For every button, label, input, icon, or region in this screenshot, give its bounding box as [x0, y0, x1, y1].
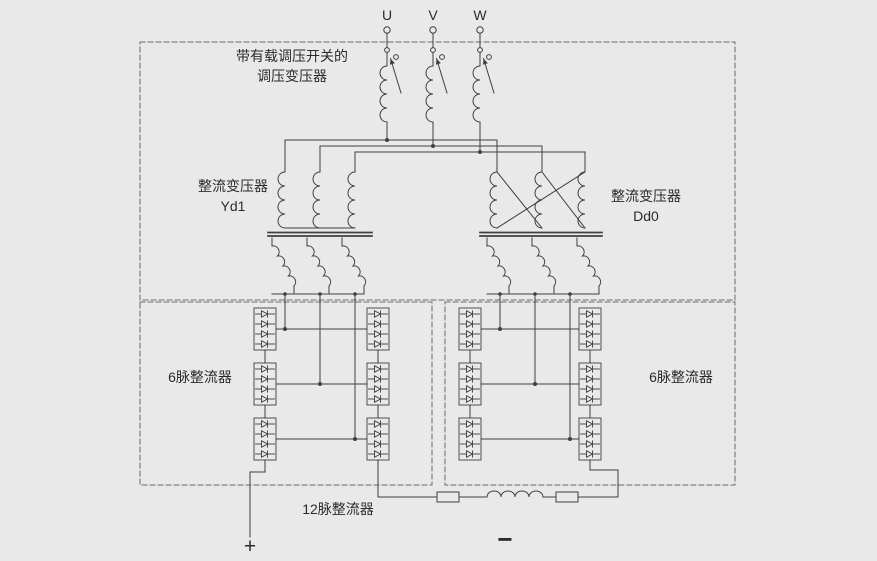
- dashed-regions: [139, 41, 736, 486]
- dc-link: 12脉整流器: [302, 490, 619, 517]
- rectifier-transformer-dd0: 整流变压器 Dd0: [479, 171, 681, 440]
- hv-routing: [284, 139, 586, 173]
- phase-label-w: W: [473, 7, 487, 23]
- six-pulse-right-label: 6脉整流器: [649, 369, 713, 385]
- oltc-winding-v: [426, 27, 447, 122]
- secondary-winding: [271, 245, 297, 287]
- six-pulse-left-box: [139, 301, 433, 486]
- thyristor-stack: [459, 308, 481, 350]
- regulating-transformer-label-2: 调压变压器: [257, 68, 327, 84]
- phase-label-v: V: [428, 7, 438, 23]
- thyristor-stack: [579, 363, 601, 405]
- transformer-left-name: 整流变压器: [198, 178, 268, 194]
- thyristor-stack: [254, 308, 276, 350]
- dc-link-fuse-right: [555, 491, 579, 503]
- secondary-winding: [341, 245, 367, 287]
- transformer-right-vector-group: Dd0: [633, 208, 659, 224]
- thyristor-stack: [579, 418, 601, 460]
- six-pulse-rectifier-left: 6脉整流器: [168, 308, 389, 538]
- oltc-winding-u: [380, 27, 401, 122]
- primary-winding: [277, 171, 286, 229]
- negative-terminal: −: [497, 524, 512, 554]
- dc-terminals: + −: [244, 524, 513, 558]
- thyristor-stack: [459, 418, 481, 460]
- positive-terminal: +: [244, 535, 256, 558]
- thyristor-stack: [579, 308, 601, 350]
- secondary-winding: [486, 245, 512, 287]
- six-pulse-rectifier-right: 6脉整流器: [459, 308, 713, 498]
- junction-dots: [283, 138, 572, 441]
- smoothing-reactor-coil: [486, 490, 544, 498]
- thyristor-stack: [367, 308, 389, 350]
- transformer-left-vector-group: Yd1: [221, 198, 246, 214]
- secondary-winding: [576, 245, 602, 287]
- regulating-transformer-label-1: 带有载调压开关的: [236, 48, 348, 64]
- thyristor-stack: [254, 418, 276, 460]
- secondary-winding: [531, 245, 557, 287]
- rectifier-transformer-yd1: 整流变压器 Yd1: [198, 171, 373, 440]
- transformer-right-name: 整流变压器: [611, 188, 681, 204]
- primary-winding: [489, 171, 498, 229]
- thyristor-stack: [367, 363, 389, 405]
- transformer-section-box: [139, 41, 736, 301]
- regulating-transformer: U V W 带有载调压开关的 调压变压器: [236, 7, 494, 153]
- twelve-pulse-label: 12脉整流器: [302, 501, 374, 517]
- primary-winding: [312, 171, 321, 229]
- primary-winding: [347, 171, 356, 229]
- six-pulse-left-label: 6脉整流器: [168, 369, 232, 385]
- oltc-winding-w: [473, 27, 494, 122]
- phase-label-u: U: [382, 7, 392, 23]
- dc-link-fuse-left: [436, 491, 460, 503]
- thyristor-stack: [459, 363, 481, 405]
- secondary-winding: [306, 245, 332, 287]
- six-pulse-right-box: [444, 301, 736, 486]
- thyristor-stack: [367, 418, 389, 460]
- thyristor-stack: [254, 363, 276, 405]
